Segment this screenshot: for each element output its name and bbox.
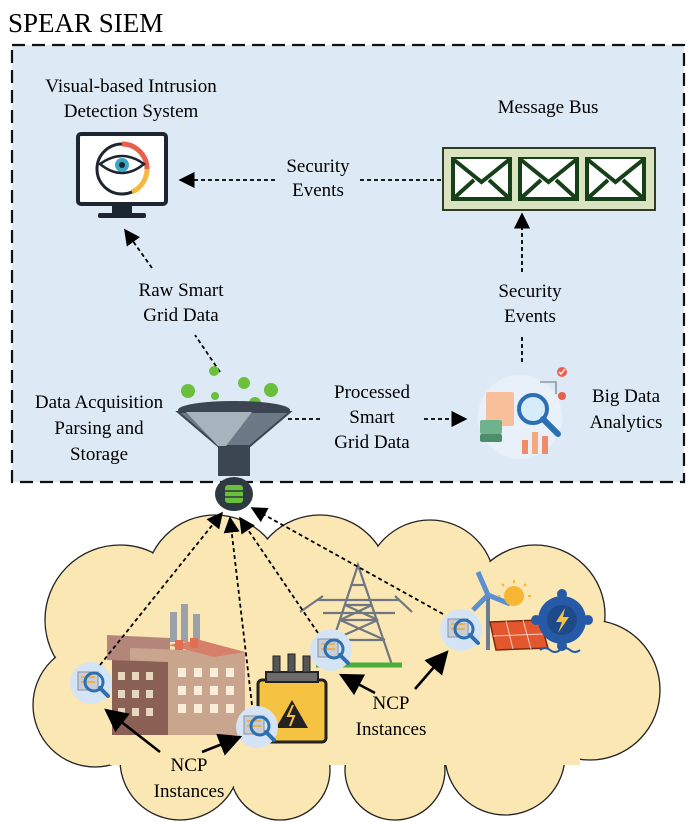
diagram-title: SPEAR SIEM xyxy=(8,8,163,38)
data-acquisition-line3: Storage xyxy=(70,444,128,465)
vids-label-line1: Visual-based Intrusion xyxy=(45,76,217,97)
arrow-ncp-right-b xyxy=(414,650,449,690)
data-funnel-icon xyxy=(175,366,293,511)
arrow-ncp-left-a xyxy=(104,708,161,754)
security-events-right-line2: Events xyxy=(504,306,556,327)
envelope-icon xyxy=(518,157,579,201)
factory-icon xyxy=(107,604,245,735)
ncp-left-label-line2: Instances xyxy=(154,781,225,802)
ncp-badge-icon xyxy=(310,629,352,671)
renewable-energy-icon xyxy=(471,571,593,653)
ncp-badge-icon xyxy=(440,609,482,651)
security-events-right-line1: Security xyxy=(498,281,562,302)
message-bus-icon xyxy=(442,147,656,211)
data-acquisition-line2: Parsing and xyxy=(54,418,144,439)
big-data-analytics-icon xyxy=(478,367,567,459)
arrow-raw-lower xyxy=(194,334,221,373)
envelope-icon xyxy=(585,157,646,201)
ncp-badge-icon xyxy=(236,706,278,748)
processed-data-line1: Processed xyxy=(334,382,410,403)
arrow-ncp-tower-to-funnel xyxy=(239,516,319,634)
raw-data-label-line2: Grid Data xyxy=(143,305,219,326)
siem-boundary xyxy=(10,43,686,484)
processed-data-line3: Grid Data xyxy=(334,432,410,453)
arrow-ncp-transformer-to-funnel xyxy=(223,516,253,706)
security-events-top-line1: Security xyxy=(286,156,350,177)
vids-label-line2: Detection System xyxy=(64,101,199,122)
raw-data-label-line1: Raw Smart xyxy=(139,280,225,301)
arrow-ncp-left-b xyxy=(201,733,243,756)
security-events-top-line2: Events xyxy=(292,180,344,201)
arrow-ncp-renewable-to-funnel xyxy=(250,507,444,615)
arrow-ncp-factory-to-funnel xyxy=(99,511,224,666)
big-data-label-line1: Big Data xyxy=(592,386,661,407)
data-acquisition-line1: Data Acquisition xyxy=(35,392,164,413)
message-bus-label: Message Bus xyxy=(498,97,599,118)
vids-monitor-icon xyxy=(76,132,168,218)
arrow-ncp-right-a xyxy=(338,673,376,696)
processed-data-line2: Smart xyxy=(349,407,395,428)
big-data-label-line2: Analytics xyxy=(590,412,663,433)
ncp-right-label-line1: NCP xyxy=(373,693,410,714)
ncp-badge-icon xyxy=(70,662,112,704)
envelope-icon xyxy=(451,157,512,201)
ncp-right-label-line2: Instances xyxy=(356,719,427,740)
arrow-raw-upper xyxy=(124,228,153,269)
ncp-left-label-line1: NCP xyxy=(171,755,208,776)
